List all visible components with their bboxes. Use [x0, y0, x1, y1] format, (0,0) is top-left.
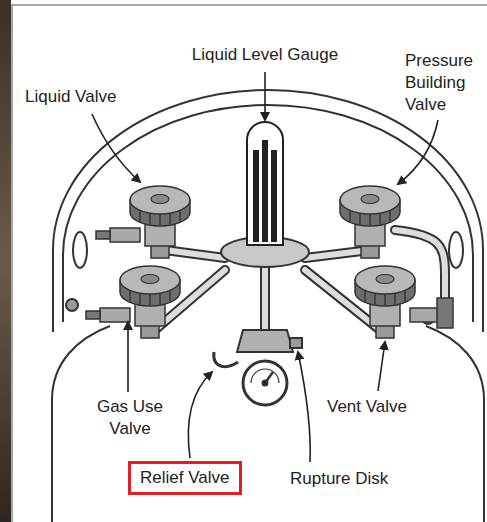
liquid-level-gauge-drawing-part [271, 150, 277, 242]
part-label: Rupture Disk [290, 468, 388, 490]
relief-and-pressure-gauge-part [243, 361, 287, 405]
photo-strip [0, 0, 11, 522]
handling-collar-part [73, 232, 87, 268]
valves-part [355, 266, 415, 338]
part-label: Liquid Valve [25, 86, 116, 108]
outlet-fittings-part [110, 228, 140, 242]
leader-arrows-part [398, 120, 438, 184]
part-label: Pressure Building Valve [405, 50, 481, 116]
handling-collar-part [53, 90, 483, 332]
relief-and-pressure-gauge-part [290, 338, 302, 348]
outlet-fittings-part [410, 308, 438, 322]
outlet-fittings-part [96, 231, 110, 239]
relief-and-pressure-gauge-part [237, 330, 293, 352]
part-label: Relief Valve [140, 467, 230, 489]
photo-strip-part [0, 0, 11, 522]
valves-part [340, 186, 400, 258]
piping-part-part [165, 250, 225, 258]
leader-arrows-part [378, 342, 385, 391]
liquid-level-gauge-drawing-part [247, 122, 283, 245]
handling-collar-part [449, 232, 463, 268]
outlet-fittings-part [437, 298, 453, 328]
liquid-level-gauge-drawing [221, 122, 309, 267]
liquid-level-gauge-drawing-part [262, 140, 268, 242]
liquid-level-gauge-drawing-part [253, 150, 259, 242]
relief-and-pressure-gauge-part [214, 352, 238, 367]
handling-collar-part [66, 299, 78, 311]
relief-and-pressure-gauge-part [263, 381, 268, 386]
valves-part [130, 186, 190, 258]
valves-part [120, 266, 180, 338]
part-label: Vent Valve [327, 396, 407, 418]
leader-arrows-part [264, 72, 266, 120]
handling-collar [53, 90, 483, 332]
tank-body [52, 326, 484, 522]
leader-arrows-part [188, 372, 212, 458]
part-label: Liquid Level Gauge [192, 44, 339, 66]
highlight-box: Relief Valve [128, 461, 242, 495]
piping-part-part [260, 262, 270, 330]
tank-body-part [52, 326, 110, 522]
outlet-fittings-part [100, 308, 130, 322]
outlet-fittings-part [86, 311, 100, 319]
leader-arrows-part [127, 322, 129, 392]
leader-arrows-part [92, 114, 140, 182]
frame [12, 5, 487, 522]
piping-part-part [262, 262, 268, 330]
leader-arrows-part [298, 352, 310, 462]
tank-body-part [426, 326, 484, 522]
piping-part-part [165, 250, 225, 258]
frame-part [12, 5, 487, 522]
part-label: Gas Use Valve [88, 396, 172, 440]
relief-and-pressure-gauge [214, 330, 302, 405]
